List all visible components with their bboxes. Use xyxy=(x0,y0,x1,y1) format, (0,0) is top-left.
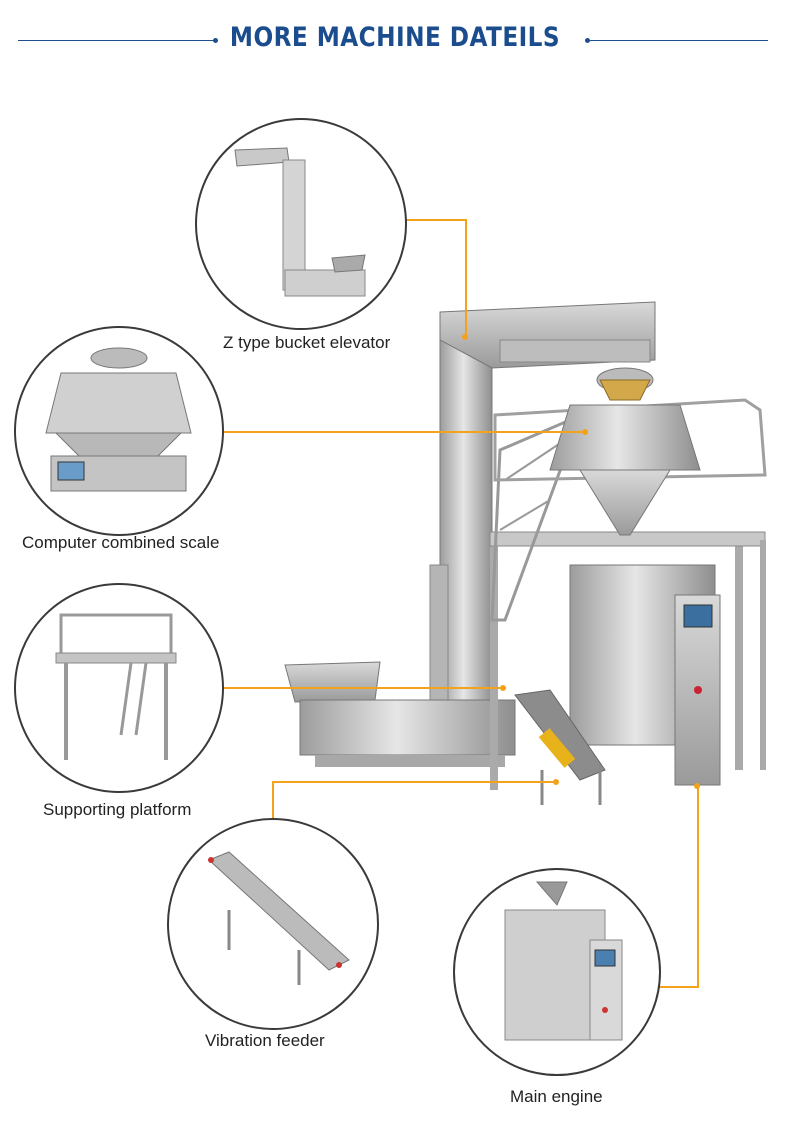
header-dot-right xyxy=(585,38,590,43)
platform-label: Supporting platform xyxy=(43,800,192,819)
connector-scale-dot xyxy=(582,429,588,435)
connector-feeder-dot xyxy=(553,779,559,785)
connector-elevator-h xyxy=(405,219,466,221)
vibration-feeder-label: Vibration feeder xyxy=(205,1031,325,1050)
platform-circle xyxy=(14,583,224,793)
packing-machine-image xyxy=(280,300,780,810)
page-title: MORE MACHINE DATEILS xyxy=(229,22,561,53)
main-engine-circle xyxy=(453,868,661,1076)
connector-platform-dot xyxy=(500,685,506,691)
header-rule-left xyxy=(18,40,215,41)
header-dot-left xyxy=(213,38,218,43)
main-engine-icon xyxy=(504,881,623,1041)
connector-engine-h xyxy=(657,986,699,988)
combined-scale-label: Computer combined scale xyxy=(22,533,220,552)
connector-elevator-dot xyxy=(462,334,468,340)
bucket-elevator-label: Z type bucket elevator xyxy=(223,333,391,352)
connector-engine-v xyxy=(697,786,699,988)
connector-feeder-v xyxy=(272,781,274,843)
combined-scale-icon xyxy=(45,347,192,492)
connector-scale xyxy=(220,431,585,433)
bucket-elevator-circle xyxy=(195,118,407,330)
connector-elevator-v xyxy=(465,219,467,337)
connector-engine-dot xyxy=(694,783,700,789)
platform-icon xyxy=(55,613,177,760)
combined-scale-circle xyxy=(14,326,224,536)
header-rule-right xyxy=(590,40,768,41)
vibration-feeder-circle xyxy=(167,818,379,1030)
connector-platform xyxy=(220,687,503,689)
vibration-feeder-icon xyxy=(208,851,350,985)
bucket-elevator-icon xyxy=(234,147,366,297)
connector-feeder-h xyxy=(272,781,556,783)
main-engine-label: Main engine xyxy=(510,1087,603,1106)
